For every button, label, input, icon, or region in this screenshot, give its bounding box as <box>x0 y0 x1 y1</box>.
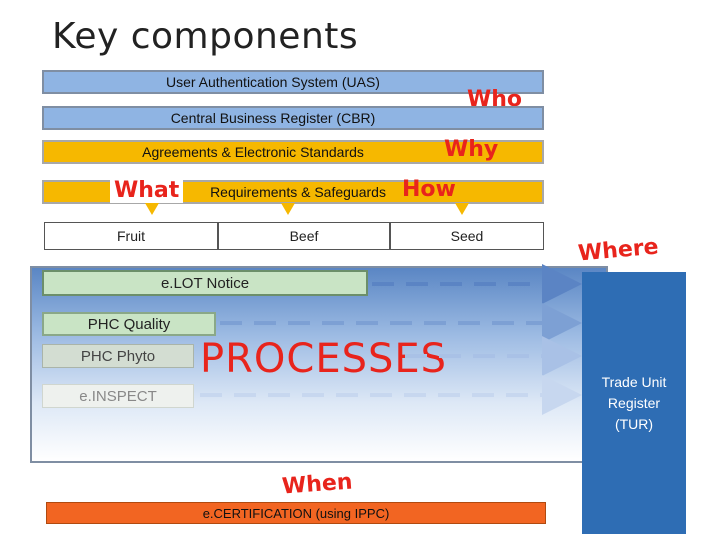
uas-label: User Authentication System (UAS) <box>166 74 380 90</box>
processes-label: PROCESSES <box>200 336 448 382</box>
cbr-label: Central Business Register (CBR) <box>170 110 376 126</box>
requirements-label: Requirements & Safeguards <box>210 184 386 200</box>
trade-unit-register-label: Trade Unit Register (TUR) <box>601 373 667 432</box>
process-einspect: e.INSPECT <box>42 384 194 408</box>
commodity-seed: Seed <box>390 222 544 250</box>
ecertification-bar: e.CERTIFICATION (using IPPC) <box>46 502 546 524</box>
process-einspect-label: e.INSPECT <box>79 387 157 405</box>
what-marker-icon <box>145 203 159 215</box>
how-marker-icon <box>455 203 469 215</box>
agreements-layer: Agreements & Electronic Standards <box>42 140 544 164</box>
process-phc-quality: PHC Quality <box>42 312 216 336</box>
process-elot-notice-label: e.LOT Notice <box>160 274 250 292</box>
requirements-marker-icon <box>281 203 295 215</box>
process-phc-phyto: PHC Phyto <box>42 344 194 368</box>
commodity-beef-label: Beef <box>289 228 319 244</box>
what-label: What <box>110 178 184 203</box>
when-label: When <box>281 469 354 500</box>
commodity-seed-label: Seed <box>450 228 484 244</box>
how-label: How <box>402 177 456 202</box>
commodity-beef: Beef <box>218 222 390 250</box>
commodity-fruit: Fruit <box>44 222 218 250</box>
process-phc-phyto-label: PHC Phyto <box>80 347 156 365</box>
commodity-fruit-label: Fruit <box>117 228 145 244</box>
why-label: Why <box>444 137 499 162</box>
trade-unit-register: Trade Unit Register (TUR) <box>582 272 686 534</box>
page-title: Key components <box>52 16 359 57</box>
agreements-label: Agreements & Electronic Standards <box>142 144 364 160</box>
process-phc-quality-label: PHC Quality <box>87 315 171 333</box>
process-elot-notice: e.LOT Notice <box>42 270 368 296</box>
cbr-layer: Central Business Register (CBR) <box>42 106 544 130</box>
ecertification-label: e.CERTIFICATION (using IPPC) <box>202 505 390 521</box>
uas-layer: User Authentication System (UAS) <box>42 70 544 94</box>
